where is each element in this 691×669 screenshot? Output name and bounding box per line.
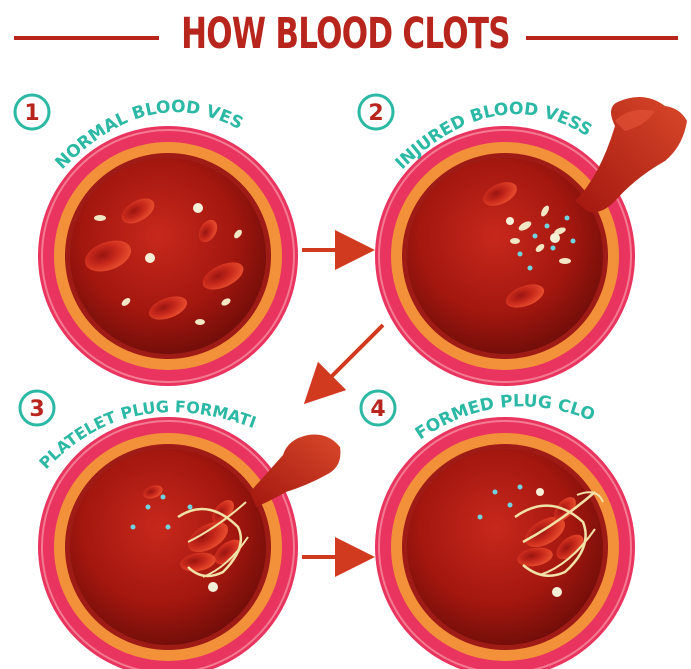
step-4-number: 4	[370, 397, 385, 422]
vessel-1	[38, 126, 298, 386]
step-2-badge: 2	[359, 95, 393, 129]
step-3-badge: 3	[20, 391, 54, 425]
step-4-badge: 4	[361, 391, 395, 425]
vessel-4	[375, 417, 635, 669]
step-1-number: 1	[24, 101, 39, 126]
vessel-3	[38, 417, 340, 669]
arrow-2-to-3	[318, 325, 383, 390]
step-1-badge: 1	[15, 95, 49, 129]
step-2-number: 2	[368, 101, 383, 126]
white-cells	[208, 582, 218, 592]
step-3-number: 3	[29, 397, 44, 422]
leaking-blood	[575, 97, 687, 212]
